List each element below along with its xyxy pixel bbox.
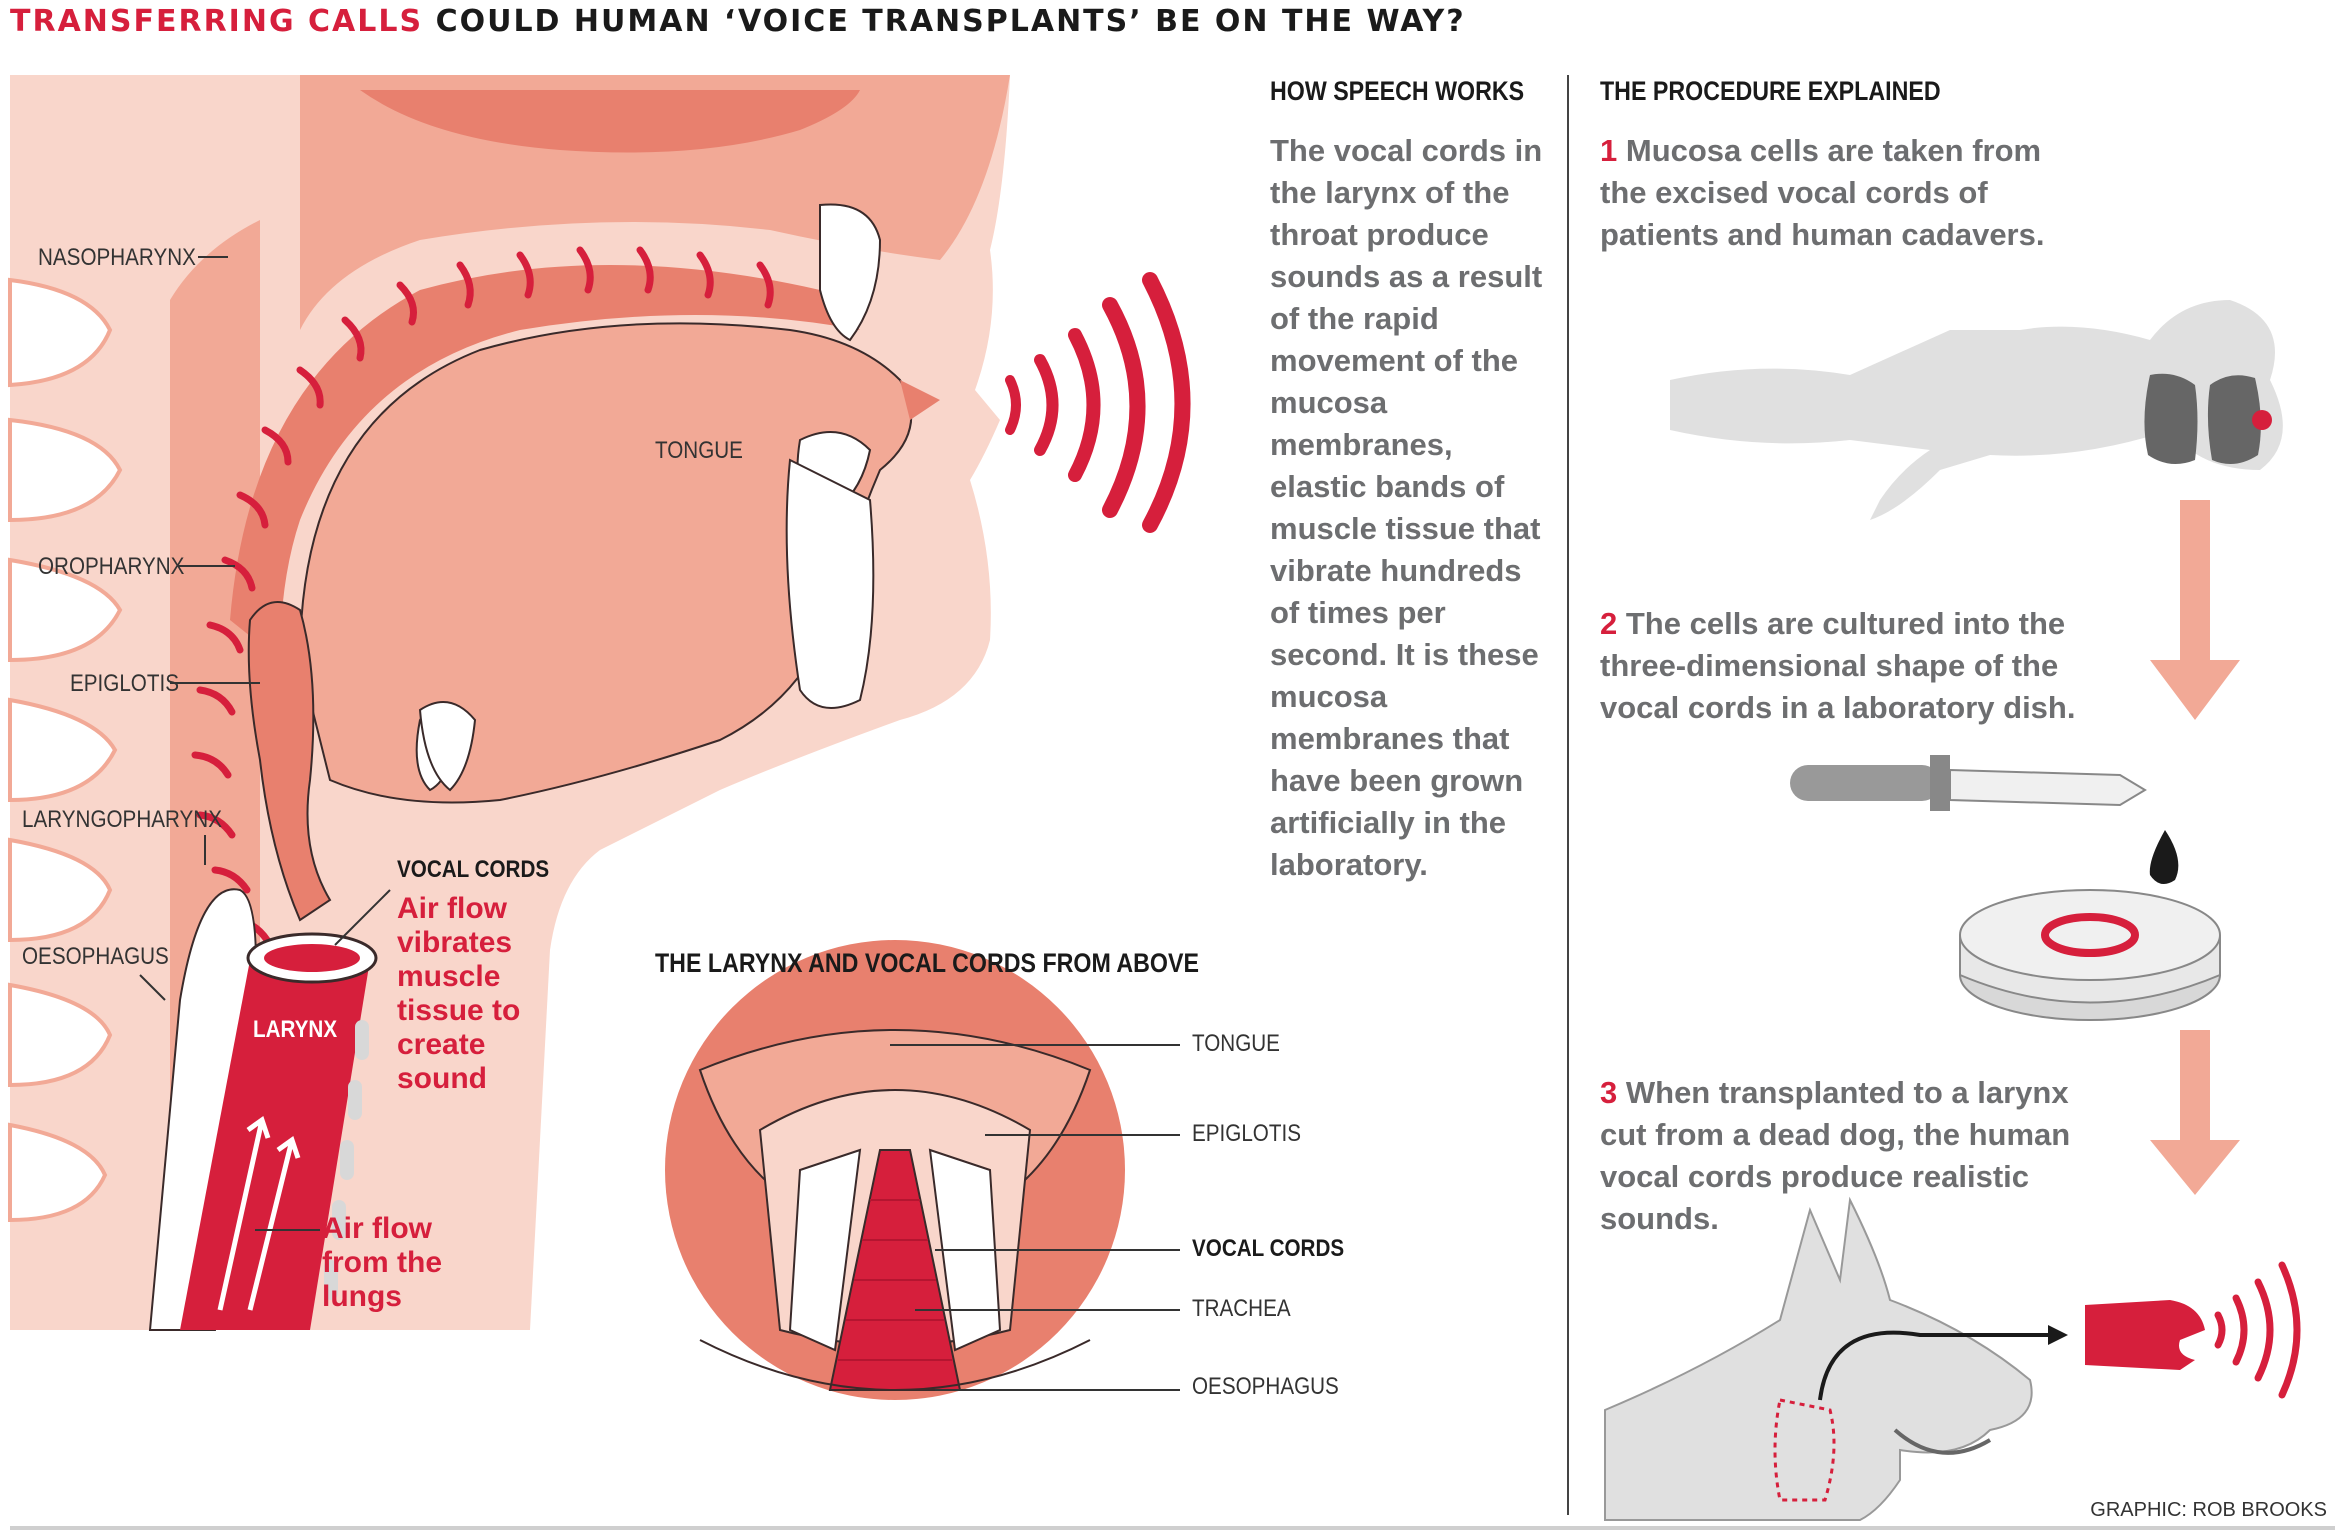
- dog-mouth: [1893, 1428, 1992, 1455]
- procedure-step-2: 2 The cells are cultured into the three-…: [1600, 603, 2080, 729]
- step-3-text: When transplanted to a larynx cut from a…: [1600, 1075, 2071, 1236]
- larynx-above-diagram: [665, 940, 1125, 1400]
- palate: [230, 265, 860, 660]
- nasal-cavity: [360, 90, 860, 153]
- dog-larynx-outline: [1773, 1398, 1836, 1502]
- lungs-icon: [2144, 373, 2261, 464]
- dog-icon: [1604, 1196, 2033, 1521]
- grown-vocal-cords-icon: [2041, 913, 2139, 957]
- epiglottis-shape: [247, 601, 332, 922]
- how-speech-works-text: The vocal cords in the larynx of the thr…: [1270, 133, 1543, 882]
- label-vocal-cords: VOCAL CORDS: [397, 856, 550, 883]
- headline-kicker: TRANSFERRING CALLS: [10, 4, 424, 39]
- how-speech-works-heading: HOW SPEECH WORKS: [1270, 76, 1525, 106]
- petri-dish-icon: [1959, 889, 2221, 1021]
- procedure-heading: THE PROCEDURE EXPLAINED: [1600, 76, 1941, 106]
- headline: TRANSFERRING CALLS COULD HUMAN ‘VOICE TR…: [10, 4, 1466, 39]
- procedure-arrows: [2150, 500, 2240, 1195]
- skull-dark: [300, 75, 1010, 330]
- label-tongue: TONGUE: [655, 437, 743, 464]
- sound-waves-mouth: [1005, 272, 1191, 533]
- above-label-vocal-cords: VOCAL CORDS: [1192, 1235, 1345, 1262]
- larynx-above-heading: THE LARYNX AND VOCAL CORDS FROM ABOVE: [655, 948, 1199, 978]
- airflow-vibrates-text: Air flow vibrates muscle tissue to creat…: [397, 892, 521, 1095]
- tracheal-rings: [324, 1020, 369, 1300]
- above-label-oesophagus: OESOPHAGUS: [1192, 1373, 1339, 1400]
- airflow-lungs-text: Air flow from the lungs: [322, 1212, 442, 1313]
- step-2-number: 2: [1600, 606, 1618, 641]
- step-1-text: Mucosa cells are taken from the excised …: [1600, 133, 2045, 252]
- hyoid: [418, 701, 477, 792]
- label-laryngopharynx: LARYNGOPHARYNX: [22, 806, 222, 833]
- tongue-shape: [298, 322, 913, 804]
- headline-text: COULD HUMAN ‘VOICE TRANSPLANTS’ BE ON TH…: [435, 4, 1466, 39]
- vocal-cord-implant-icon: [2085, 1300, 2205, 1370]
- larynx-dot: [2252, 410, 2272, 430]
- label-larynx: LARYNX: [253, 1016, 338, 1043]
- above-label-tongue: TONGUE: [1192, 1030, 1280, 1057]
- spine: [8, 277, 123, 1223]
- procedure-step-3: 3 When transplanted to a larynx cut from…: [1600, 1072, 2080, 1240]
- label-epiglotis: EPIGLOTIS: [70, 670, 179, 697]
- label-nasopharynx: NASOPHARYNX: [38, 244, 196, 271]
- sound-waves-dog: [2214, 1261, 2301, 1399]
- step-2-text: The cells are cultured into the three-di…: [1600, 606, 2076, 725]
- above-label-epiglotis: EPIGLOTIS: [1192, 1120, 1301, 1147]
- trachea-tube: [180, 960, 370, 1330]
- step-3-number: 3: [1600, 1075, 1618, 1110]
- label-oesophagus: OESOPHAGUS: [22, 943, 169, 970]
- vocal-cord-opening: [264, 944, 360, 972]
- procedure-step-1: 1 Mucosa cells are taken from the excise…: [1600, 130, 2070, 256]
- larynx-above-leaders: [890, 1044, 1180, 1391]
- anatomy-leaders: [139, 256, 391, 1231]
- step-1-number: 1: [1600, 133, 1618, 168]
- airflow-arrows: [217, 1115, 301, 1311]
- above-label-trachea: TRACHEA: [1192, 1295, 1291, 1322]
- lips: [900, 380, 940, 420]
- label-trachea: TRACHEA: [142, 1330, 243, 1357]
- transplant-arrow: [1818, 1330, 2050, 1401]
- human-figure: [1670, 300, 2283, 520]
- dropper-icon: [1790, 755, 2179, 884]
- label-oropharynx: OROPHARYNX: [38, 553, 185, 580]
- transplant-arrowhead: [2048, 1325, 2068, 1345]
- drop-icon: [2149, 830, 2179, 884]
- graphic-credit: GRAPHIC: ROB BROOKS: [2090, 1499, 2327, 1521]
- resonance-arcs: [191, 246, 774, 944]
